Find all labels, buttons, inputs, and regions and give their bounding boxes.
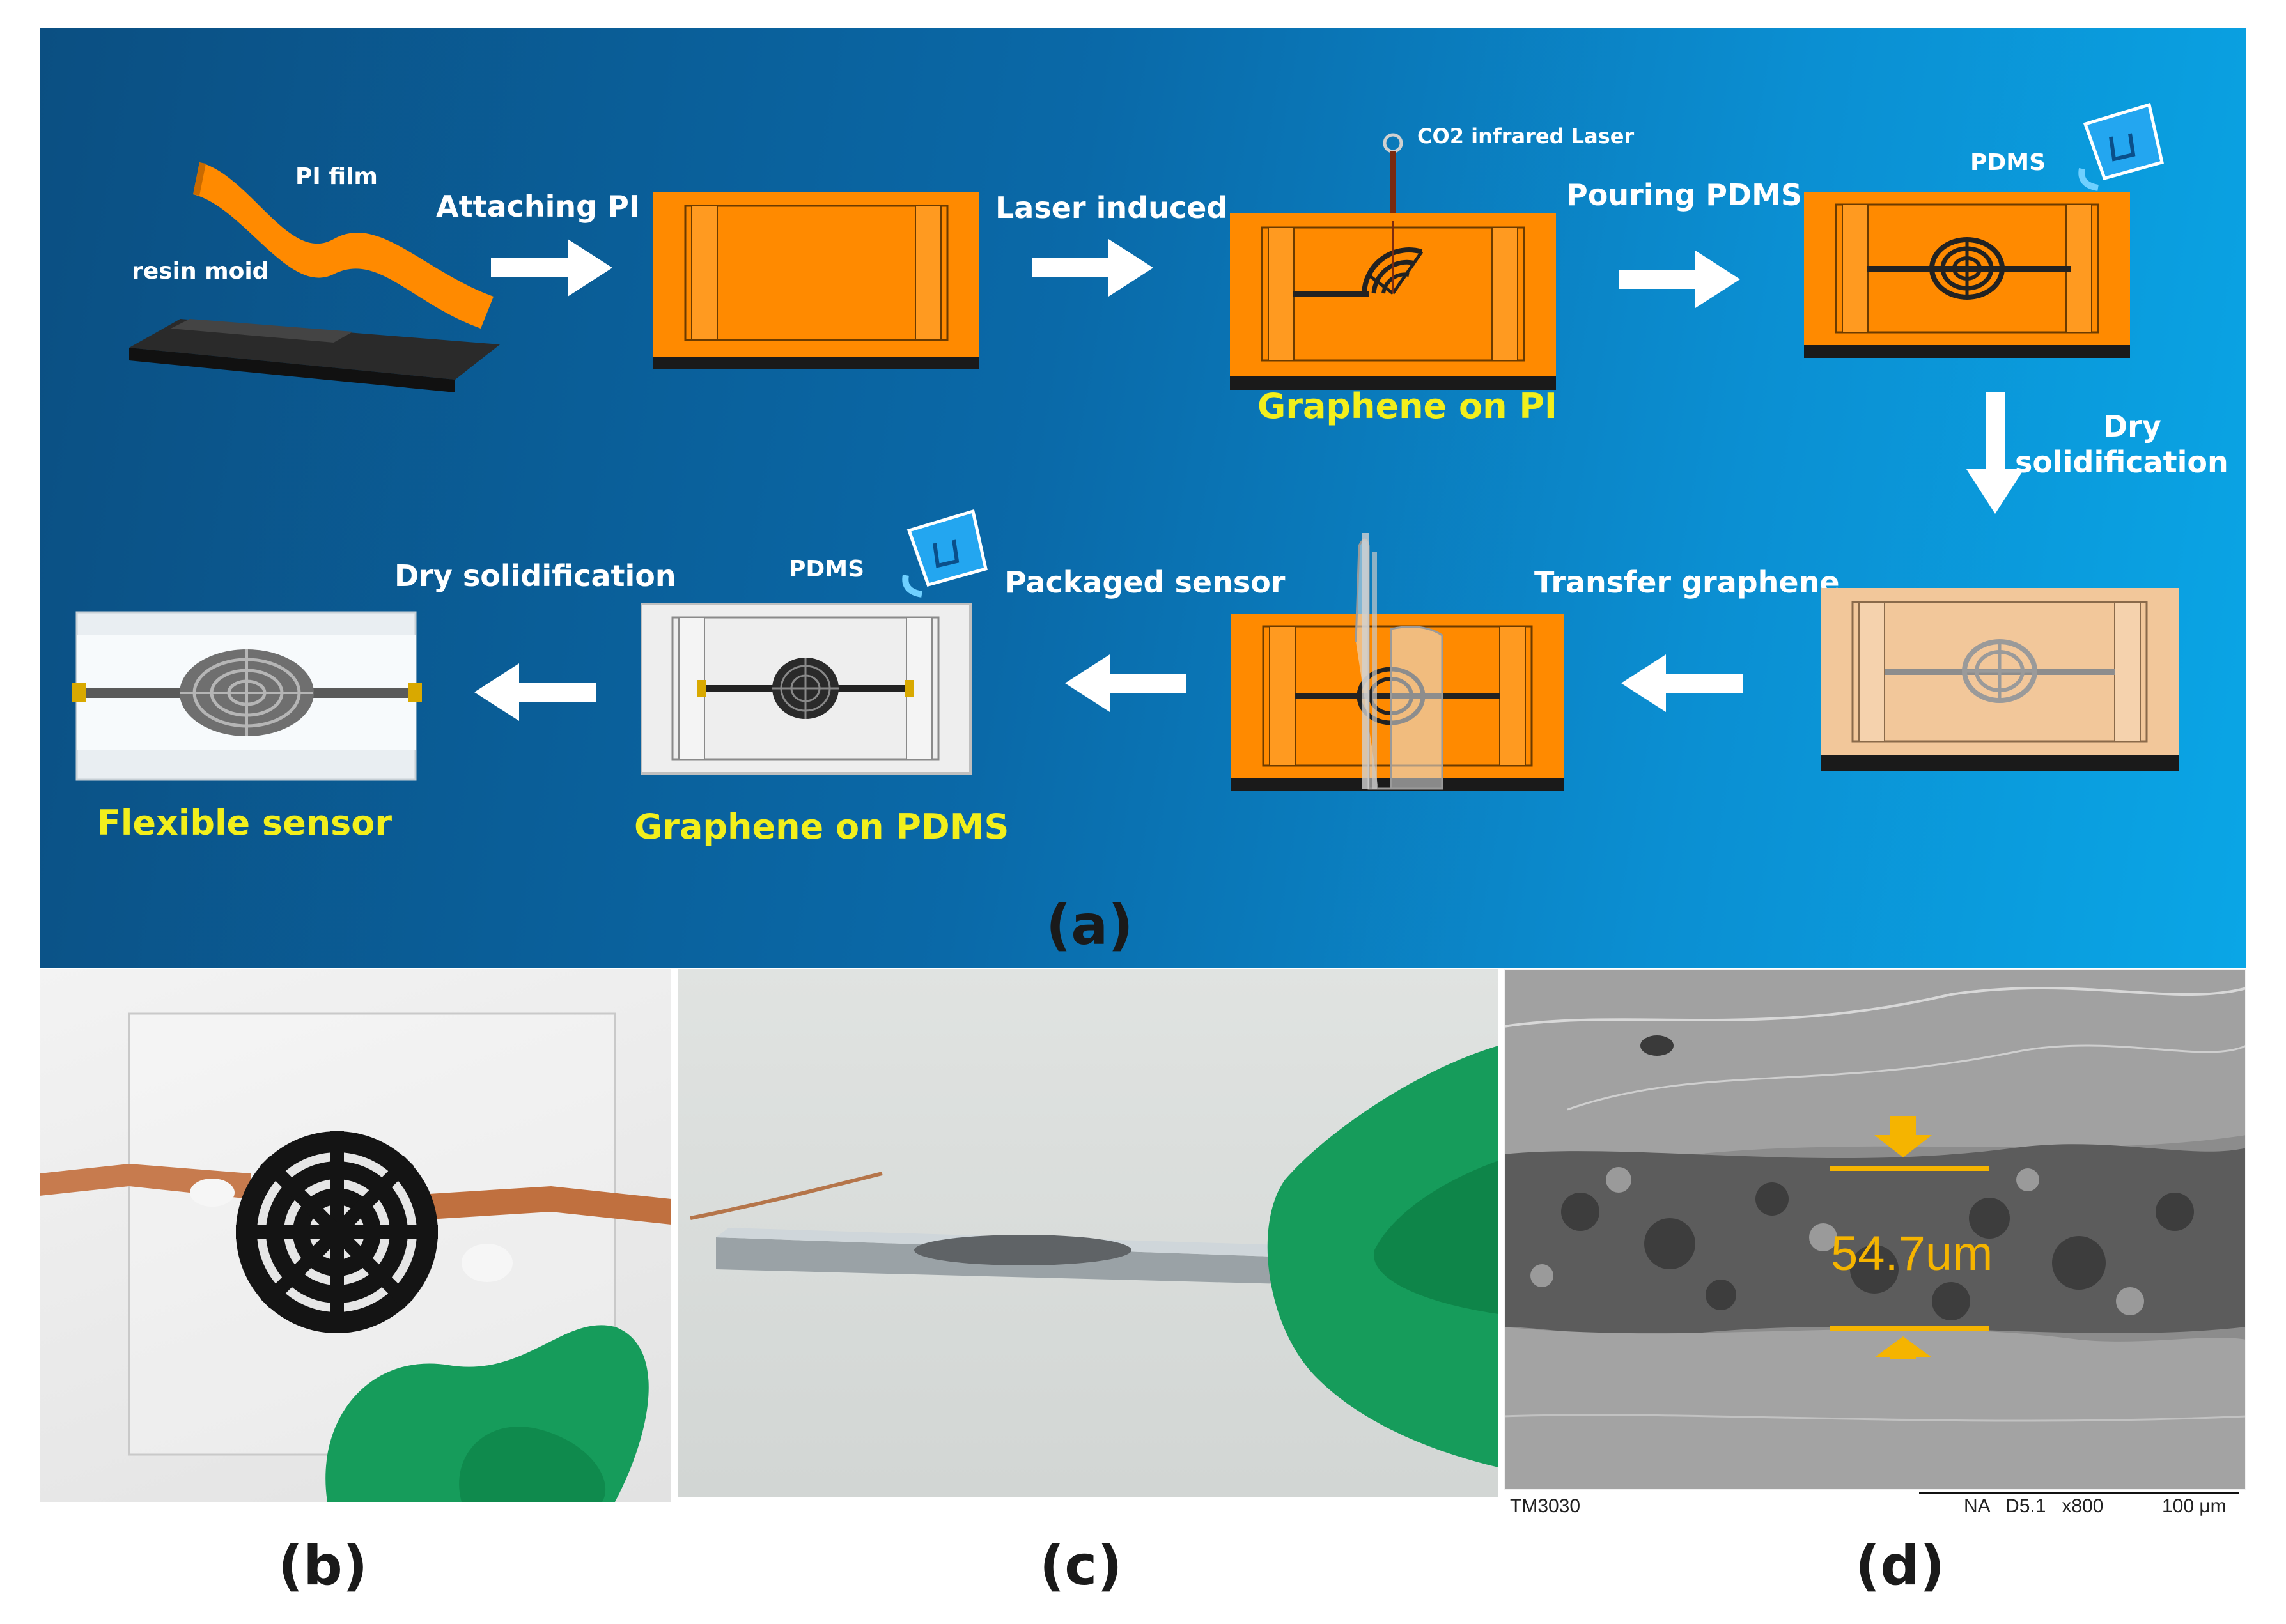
- process-schematic-panel: PI film resin moid Attaching PI Laser in…: [40, 28, 2246, 968]
- right-arrow-icon: [1032, 239, 1153, 297]
- transfer-graphene-illustration: [1821, 588, 2179, 771]
- sem-micrograph-drawing: [1504, 969, 2246, 1490]
- sem-info-bar: TM3030 NA D5.1 x800 100 μm: [1504, 1490, 2246, 1521]
- up-arrow-icon: [1874, 1336, 1932, 1359]
- sensor-photo-top-view: [40, 969, 671, 1502]
- panel-d-caption: (d): [1855, 1534, 1945, 1598]
- scale-bar: [1919, 1492, 2239, 1494]
- right-arrow-icon: [1619, 251, 1740, 308]
- sensor-side-view-drawing: [690, 1046, 1498, 1467]
- pdms-bottom-label: PDMS: [789, 556, 865, 582]
- panel-c-caption: (c): [1039, 1534, 1123, 1598]
- flexible-sensor-illustration: [72, 611, 422, 781]
- pdms-cup-icon: [2078, 102, 2164, 191]
- pouring-pdms-label: Pouring PDMS: [1566, 178, 1803, 212]
- resin-mold-label: resin moid: [132, 258, 269, 284]
- mold-with-pdms-illustration: [1804, 192, 2130, 358]
- pdms-top-label: PDMS: [1970, 150, 2046, 176]
- panel-b-caption: (b): [278, 1534, 368, 1598]
- left-arrow-icon: [474, 663, 596, 721]
- dry-solidification-right-line1: Dry: [2103, 409, 2161, 444]
- sensor-photo-side-view: [678, 969, 1498, 1497]
- transfer-graphene-label: Transfer graphene: [1534, 565, 1840, 599]
- attaching-pi-label: Attaching PI: [436, 189, 640, 224]
- packaged-sensor-illustration: [1231, 533, 1564, 791]
- pdms-cup-icon: [902, 509, 988, 598]
- graphene-on-pi-label: Graphene on PI: [1257, 386, 1557, 426]
- pi-film-resin-mold-illustration: [129, 162, 500, 392]
- packaged-sensor-label: Packaged sensor: [1005, 565, 1286, 599]
- sem-cross-section-image: 54.7um: [1504, 969, 2246, 1490]
- pi-film-label: PI film: [295, 164, 378, 190]
- laser-induced-label: Laser induced: [995, 190, 1228, 225]
- instrument-label: TM3030: [1510, 1496, 1581, 1517]
- left-arrow-icon: [1065, 654, 1186, 712]
- graphene-on-pdms-illustration: [641, 603, 972, 775]
- sensor-top-view-drawing: [40, 1012, 671, 1502]
- down-arrow-icon: [1874, 1116, 1932, 1157]
- flexible-sensor-label: Flexible sensor: [97, 803, 393, 843]
- right-arrow-icon: [491, 239, 612, 297]
- dry-solidification-right-line2: solidification: [2015, 445, 2228, 479]
- thickness-value: 54.7um: [1831, 1226, 1993, 1281]
- co2-laser-label: CO2 infrared Laser: [1417, 124, 1635, 148]
- mold-with-pi-illustration: [653, 192, 979, 369]
- thickness-annotation: [1830, 1116, 1989, 1359]
- graphene-on-pdms-label: Graphene on PDMS: [634, 807, 1009, 847]
- laser-induced-graphene-illustration: [1230, 133, 1556, 390]
- left-arrow-icon: [1621, 654, 1743, 712]
- dry-solidification-left-label: Dry solidification: [394, 559, 676, 593]
- panel-a-caption: (a): [1046, 893, 1133, 957]
- down-arrow-icon: [1966, 392, 2024, 514]
- scale-label: 100 μm: [2162, 1496, 2227, 1517]
- sem-params-label: NA D5.1 x800: [1964, 1496, 2104, 1517]
